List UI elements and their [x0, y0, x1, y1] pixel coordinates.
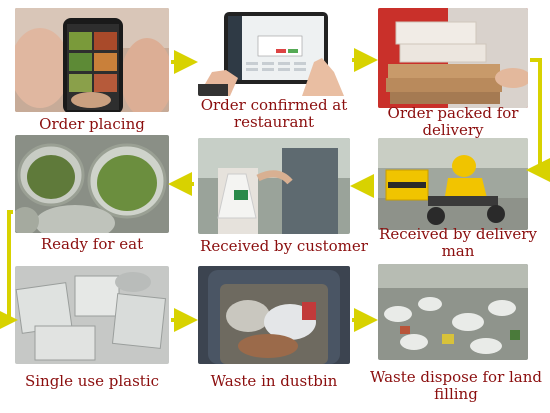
photo-order-confirmed: [198, 8, 348, 96]
caption-single-use-plastic: Single use plastic: [24, 372, 160, 390]
caption-order-confirmed: Order confirmed at restaurant: [200, 96, 348, 131]
caption-order-placing: Order placing: [39, 115, 145, 133]
caption-waste-landfill: Waste dispose for land filling: [369, 368, 543, 403]
arrow-6-to-7: [0, 210, 18, 332]
photo-order-placing: [15, 8, 169, 112]
caption-received-by-delivery-man: Received by delivery man: [379, 225, 537, 260]
photo-order-packed: [378, 8, 528, 108]
photo-ready-for-eat: [15, 135, 169, 233]
photo-single-use-plastic: [15, 266, 169, 364]
photo-received-by-customer: [198, 138, 350, 234]
caption-order-packed: Order packed for delivery: [387, 104, 519, 139]
photo-waste-landfill: [378, 264, 528, 360]
photo-received-by-delivery-man: [378, 138, 528, 230]
caption-ready-for-eat: Ready for eat: [40, 235, 144, 253]
arrow-3-to-4: [526, 58, 550, 182]
photo-waste-in-dustbin: [198, 266, 350, 364]
caption-waste-in-dustbin: Waste in dustbin: [210, 372, 338, 390]
caption-received-by-customer: Received by customer: [200, 237, 368, 255]
